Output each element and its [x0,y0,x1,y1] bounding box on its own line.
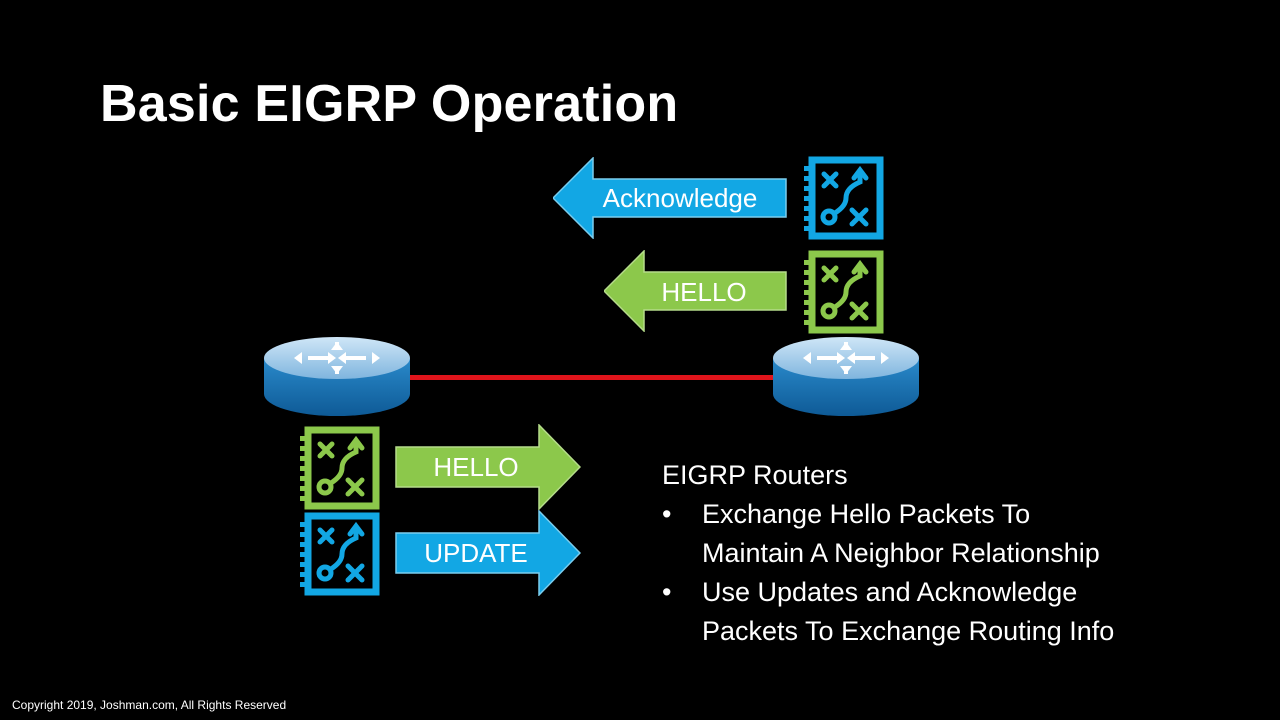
copyright-text: Copyright 2019, Joshman.com, All Rights … [12,698,287,712]
bullet-1-line-2: Maintain A Neighbor Relationship [702,538,1100,568]
acknowledge-arrow [553,157,787,239]
slide-title: Basic EIGRP Operation [100,75,679,133]
bullet-2-line-1: Use Updates and Acknowledge [702,577,1078,607]
acknowledge-packet-icon [804,156,884,240]
hello-packet-icon-left [300,426,380,510]
router-link-line [408,375,776,380]
hello-label-top: HELLO [661,277,747,307]
update-arrow [395,510,581,596]
update-label: UPDATE [424,538,528,568]
hello-arrow-top [604,250,787,332]
router-icon-right [773,337,919,416]
hello-arrow-bottom [395,424,581,510]
bullet-item-2: • Use Updates and Acknowledge Packets To… [662,573,1222,651]
bullet-list: • Exchange Hello Packets To Maintain A N… [662,495,1222,651]
bullet-1-line-1: Exchange Hello Packets To [702,499,1031,529]
update-packet-icon [300,512,380,596]
bullet-item-1: • Exchange Hello Packets To Maintain A N… [662,495,1222,573]
bullet-2-line-2: Packets To Exchange Routing Info [702,616,1115,646]
bullet-symbol: • [662,577,672,607]
hello-label-bottom: HELLO [433,452,519,482]
bullet-symbol: • [662,499,672,529]
hello-packet-icon-right [804,250,884,334]
description-text: EIGRP Routers • Exchange Hello Packets T… [662,456,1222,651]
router-icon-left [264,337,410,416]
acknowledge-label: Acknowledge [602,183,758,213]
text-heading: EIGRP Routers [662,460,848,490]
